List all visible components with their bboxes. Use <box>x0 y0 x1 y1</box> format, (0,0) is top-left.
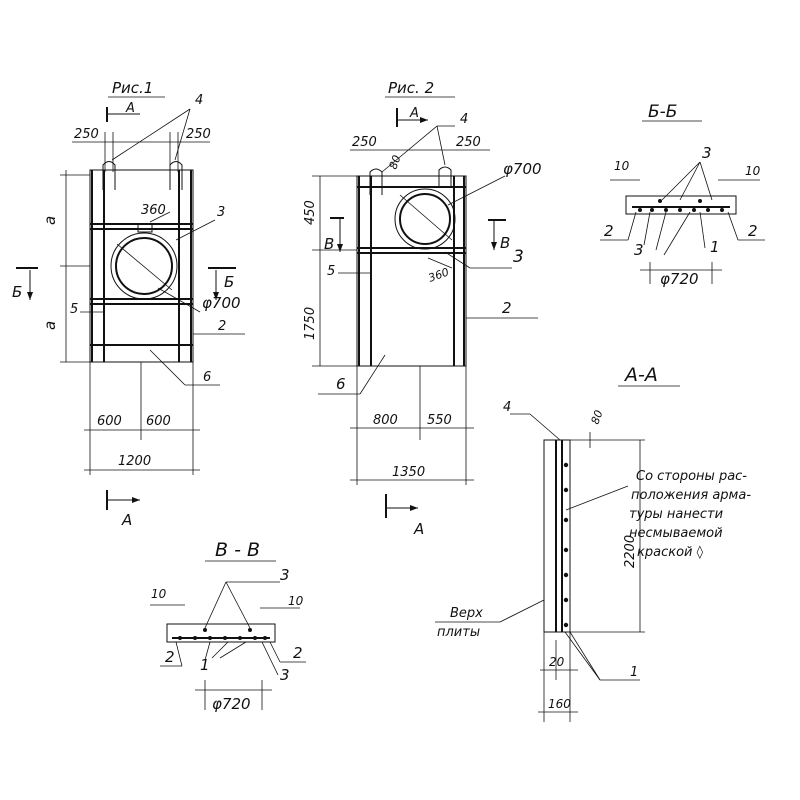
fig2-section-a-top: А <box>409 106 419 121</box>
section-bb-callout-2-right: 2 <box>748 222 758 240</box>
section-vv: В - В 3 10 10 2 2 1 3 φ720 <box>150 539 306 713</box>
fig2-callout-5: 5 <box>327 264 335 279</box>
fig1-diam: φ700 <box>202 294 241 312</box>
fig1-title: Рис.1 <box>112 79 153 97</box>
fig2-callout-6: 6 <box>336 375 346 393</box>
fig1-dim-600-right: 600 <box>146 414 171 429</box>
section-bb-title: Б-Б <box>648 102 677 122</box>
fig1-dim-250-right: 250 <box>186 127 211 142</box>
section-bb-callout-3-bottom: 3 <box>634 241 644 259</box>
section-aa-callout-4: 4 <box>503 400 511 415</box>
fig2-dim-80: 80 <box>387 153 404 171</box>
section-aa-note-line-5: краской ◊ <box>637 545 704 560</box>
section-aa-note-line-2: положения арма- <box>631 488 751 503</box>
section-vv-callout-3: 3 <box>280 566 290 584</box>
section-bb: Б-Б 3 10 10 2 2 3 1 φ720 <box>600 102 765 288</box>
fig1-dim-a-bottom: а <box>41 321 59 330</box>
fig1-callout-4: 4 <box>195 93 203 108</box>
fig1-dim-250-left: 250 <box>74 127 99 142</box>
section-aa-title: А-А <box>623 364 658 386</box>
fig1-section-b-right: Б <box>224 273 234 291</box>
section-bb-dim-10-right: 10 <box>745 164 761 178</box>
fig1-callout-2: 2 <box>218 319 226 334</box>
section-aa-note-line-3: туры нанести <box>629 507 723 522</box>
section-aa-dim-20: 20 <box>549 655 565 669</box>
section-aa: А-А 4 80 2200 Со стороны рас- положения … <box>435 364 751 722</box>
fig2-section-a-bottom: А <box>413 520 424 538</box>
section-vv-dim-10-left: 10 <box>151 587 167 601</box>
section-vv-callout-1: 1 <box>200 656 210 674</box>
section-bb-callout-2-left: 2 <box>604 222 614 240</box>
fig1-callout-3: 3 <box>217 205 225 220</box>
fig1-section-a-bottom: А <box>121 511 132 529</box>
fig1-callout-6: 6 <box>203 370 211 385</box>
fig2-dim-250-left: 250 <box>352 135 377 150</box>
section-bb-callout-3: 3 <box>702 144 712 162</box>
fig2-callout-4: 4 <box>460 112 468 127</box>
fig1-dim-600-left: 600 <box>97 414 122 429</box>
figure-2: Рис. 2 А 4 250 250 80 φ700 <box>303 79 542 538</box>
fig2-callout-2: 2 <box>502 299 512 317</box>
section-aa-note-line-4: несмываемой <box>629 526 723 541</box>
fig2-dim-total: 1350 <box>392 465 425 480</box>
section-vv-callout-2-left: 2 <box>165 648 175 666</box>
fig2-dim-250-right: 250 <box>456 135 481 150</box>
fig2-title: Рис. 2 <box>388 79 434 97</box>
section-aa-callout-1: 1 <box>630 665 638 680</box>
section-vv-diam: φ720 <box>212 695 251 713</box>
fig1-section-b-left: Б <box>12 283 22 301</box>
fig2-dim-800: 800 <box>373 413 398 428</box>
fig1-callout-5: 5 <box>70 302 78 317</box>
section-vv-dim-10-right: 10 <box>288 594 304 608</box>
figure-1: Рис.1 А 4 250 250 <box>12 79 245 529</box>
fig2-diam: φ700 <box>503 160 542 178</box>
section-vv-title: В - В <box>215 539 260 561</box>
section-vv-callout-2-right: 2 <box>293 644 303 662</box>
section-aa-dim-80: 80 <box>589 408 606 426</box>
section-bb-diam: φ720 <box>660 270 699 288</box>
section-aa-top-label-2: плиты <box>437 625 480 640</box>
fig1-dim-total: 1200 <box>118 454 151 469</box>
fig2-dim-450: 450 <box>303 200 318 225</box>
fig1-dim-a-top: а <box>41 216 59 225</box>
fig2-callout-3: 3 <box>513 247 524 267</box>
section-aa-top-label-1: Верх <box>450 606 483 621</box>
section-aa-dim-2200: 2200 <box>623 535 638 568</box>
fig2-dim-1750: 1750 <box>303 307 318 340</box>
fig2-dim-550: 550 <box>427 413 452 428</box>
fig1-section-a-top: А <box>125 101 135 116</box>
section-bb-callout-1: 1 <box>710 238 720 256</box>
section-aa-note-line-1: Со стороны рас- <box>636 469 747 484</box>
fig2-section-v-left: В <box>324 235 334 253</box>
section-bb-dim-10-left: 10 <box>614 159 630 173</box>
fig2-dim-360: 360 <box>427 265 451 284</box>
section-vv-callout-3-bottom: 3 <box>280 666 290 684</box>
fig2-section-v-right: В <box>500 234 510 252</box>
fig1-dim-360: 360 <box>141 203 166 218</box>
section-aa-dim-160: 160 <box>548 697 571 711</box>
